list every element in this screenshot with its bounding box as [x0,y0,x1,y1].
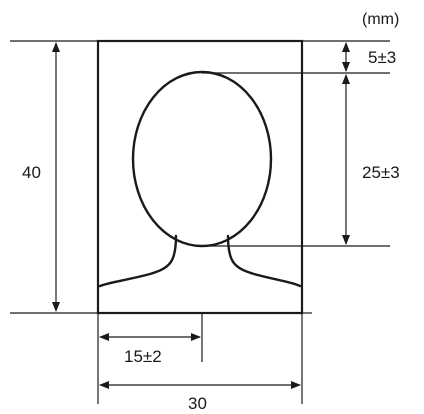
unit-label: (mm) [362,11,399,28]
face-height-label: 25±3 [362,163,400,182]
top-margin-label: 5±3 [368,48,396,67]
center-offset-label: 15±2 [124,347,162,366]
total-width-label: 30 [188,394,207,413]
photo-frame [96,39,304,315]
total-height-label: 40 [22,163,41,182]
right-shoulder-line [226,234,302,288]
left-shoulder-line [98,234,178,288]
head-outline [131,70,273,248]
